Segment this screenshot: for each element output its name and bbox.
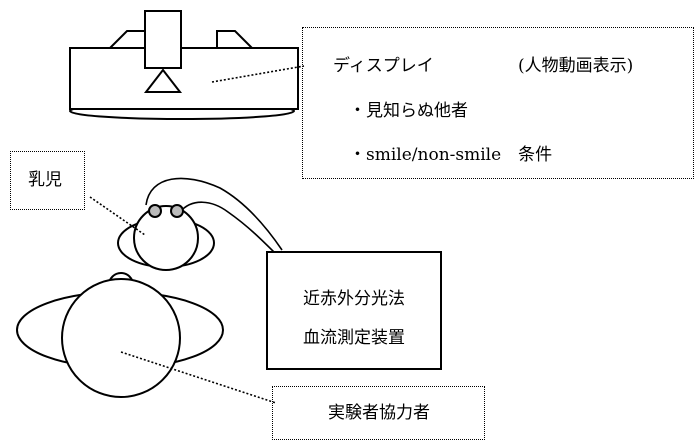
infant-head	[133, 205, 199, 271]
infant-sensor-left	[148, 204, 162, 218]
display-label-box	[302, 27, 694, 179]
infant-label: 乳児	[28, 170, 62, 190]
display-camera-stand	[143, 68, 183, 93]
display-camera	[144, 10, 182, 69]
infant-figure	[117, 204, 215, 271]
sensor-cables	[145, 177, 283, 261]
experimenter-leader-line	[120, 351, 277, 404]
infant-label-box	[10, 151, 85, 210]
experimenter-label-box	[272, 386, 485, 440]
experimenter-label: 実験者協力者	[328, 403, 430, 423]
nirs-device-line1: 近赤外分光法	[303, 289, 405, 309]
display-bullet-condition: ・smile/non-smile 条件	[349, 145, 553, 165]
experimenter-head	[61, 278, 181, 398]
infant-sensor-right	[170, 204, 184, 218]
experimenter-figure	[16, 272, 224, 398]
infant-leader-line	[89, 196, 146, 236]
display-bullet-stranger: ・見知らぬ他者	[349, 101, 468, 121]
display-body	[69, 47, 299, 110]
display-subtitle: (人物動画表示)	[518, 56, 634, 76]
nirs-device-box	[266, 251, 442, 370]
nirs-device-line2: 血流測定装置	[303, 328, 405, 348]
display-leader-line	[211, 65, 305, 83]
display-title: ディスプレイ	[333, 56, 434, 76]
display-monitor	[69, 10, 299, 120]
